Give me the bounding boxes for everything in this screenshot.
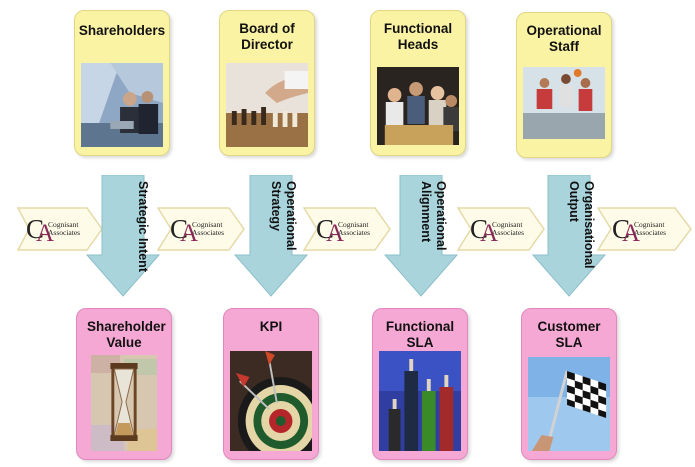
logo-mark-a: A	[180, 220, 199, 247]
logo-mark-a: A	[326, 220, 345, 247]
card-functional-sla: Functional SLA	[372, 308, 468, 460]
arrow-label: Organisational Output	[567, 181, 596, 269]
card-title: Board of Director	[239, 21, 295, 52]
card-title: Functional Heads	[383, 21, 453, 52]
card-shareholders: Shareholders	[74, 10, 170, 156]
card-functional-heads: Functional Heads	[370, 10, 466, 156]
chess-hand-image	[226, 63, 308, 147]
arrow-operational-alignment: Operational Alignment	[384, 175, 458, 297]
logo-mark-a: A	[480, 220, 499, 247]
logo-mark-c: C	[170, 214, 189, 244]
logo-mark-c: C	[26, 214, 45, 244]
checkered-flag-image	[528, 357, 610, 451]
logo-mark-c: C	[612, 214, 631, 244]
card-operational-staff: Operational Staff	[516, 12, 612, 158]
hourglass-money-image	[91, 355, 157, 451]
card-title: Customer SLA	[537, 319, 601, 350]
logo-mark-a: A	[36, 220, 55, 247]
card-title: Functional SLA	[385, 319, 455, 350]
logo-mark-a: A	[622, 220, 641, 247]
dartboard-image	[230, 351, 312, 451]
arrow-strategic-intent: Strategic Intent	[86, 175, 160, 297]
card-board-of-director: Board of Director	[219, 10, 315, 156]
card-customer-sla: Customer SLA	[521, 308, 617, 460]
card-title: Shareholders	[78, 23, 166, 38]
logo-mark-c: C	[316, 214, 335, 244]
business-people-image	[81, 63, 163, 147]
logo-mark-c: C	[470, 214, 489, 244]
card-title: KPI	[259, 319, 283, 334]
arrow-label: Strategic Intent	[136, 181, 150, 272]
arrow-label: Operational Strategy	[269, 181, 298, 251]
arrow-label: Operational Alignment	[419, 181, 448, 251]
arrow-operational-strategy: Operational Strategy	[234, 175, 308, 297]
team-meeting-image	[377, 67, 459, 145]
card-title: Shareholder Value	[87, 319, 166, 350]
arrow-organisational-output: Organisational Output	[532, 175, 606, 297]
card-shareholder-value: Shareholder Value	[76, 308, 172, 460]
card-title: Operational Staff	[526, 23, 602, 54]
podium-bars-image	[379, 351, 461, 451]
basketball-players-image	[523, 67, 605, 139]
card-kpi: KPI	[223, 308, 319, 460]
